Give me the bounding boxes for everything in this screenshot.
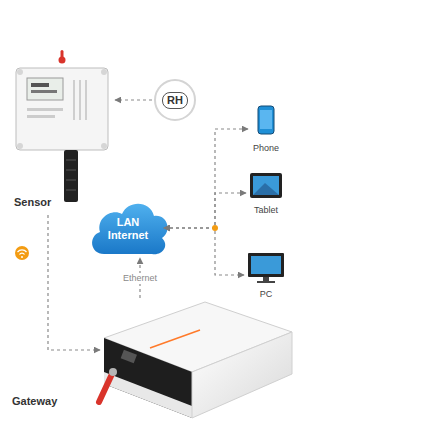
dashed-connector	[164, 193, 246, 228]
node-label: Sensor	[14, 196, 51, 209]
rh-ring	[155, 80, 195, 120]
edge-label: Ethernet	[121, 273, 159, 284]
network-cloud: LAN Internet	[92, 200, 164, 258]
node-label: Phone	[253, 143, 279, 154]
sensor-node: Sensor	[10, 55, 115, 215]
wifi-icon	[15, 246, 29, 260]
node-label: PC	[260, 289, 273, 300]
device-node: Phone	[248, 104, 284, 154]
node-label: Gateway	[12, 395, 57, 408]
phone-icon	[258, 106, 274, 134]
node-label: Tablet	[254, 205, 278, 216]
junction-dot	[212, 225, 218, 231]
sensor-picture	[16, 50, 108, 202]
dashed-connector	[164, 228, 244, 275]
dashed-connector	[48, 215, 100, 350]
gateway-node: Gateway	[100, 298, 295, 426]
device-node: Tablet	[246, 170, 286, 216]
dashed-connector	[115, 99, 152, 100]
device-node: PC	[244, 250, 288, 300]
cloud-shape	[92, 204, 167, 255]
rh-badge: RH	[152, 78, 198, 122]
node-label: LAN Internet	[102, 216, 154, 242]
tablet-icon	[250, 173, 282, 198]
dashed-connector	[164, 129, 248, 228]
node-label: RH	[162, 92, 188, 109]
gateway-picture	[99, 302, 292, 418]
pc-icon	[248, 253, 284, 283]
